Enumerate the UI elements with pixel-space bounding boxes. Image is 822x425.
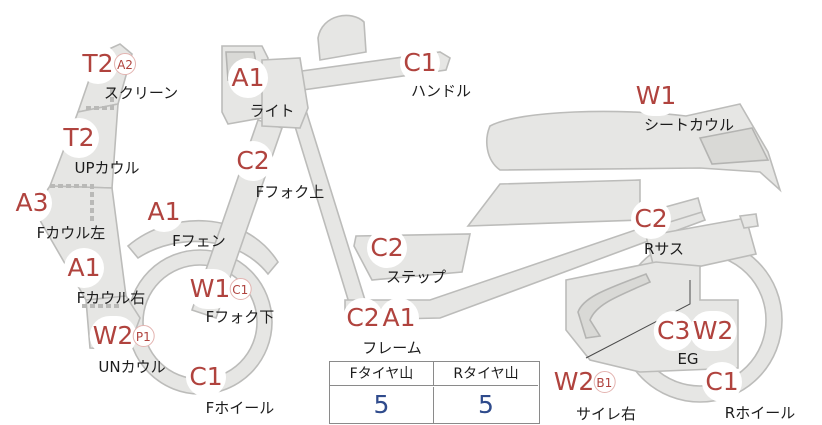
un-cowl-label: UNカウル bbox=[98, 358, 166, 376]
frame-grade: C2 A1 bbox=[343, 298, 419, 338]
r-suspension-label: Rサス bbox=[643, 240, 685, 258]
f-cowl-left-label: Fカウル左 bbox=[36, 224, 106, 242]
muffler-right-grade: W2 B1 bbox=[550, 362, 616, 402]
mirror-shape bbox=[317, 14, 367, 61]
f-wheel-grade-badge: C1 bbox=[186, 357, 226, 397]
frame-rail-shape bbox=[289, 102, 366, 308]
f-wheel-label: Fホイール bbox=[205, 399, 275, 417]
screen-sub-grade-badge: A2 bbox=[114, 53, 136, 75]
muffler-leader-line bbox=[585, 280, 691, 359]
up-cowl-grade: T2 bbox=[59, 118, 99, 158]
front-tire-header: Fタイヤ山 bbox=[330, 362, 434, 386]
screen-grade: T2 A2 bbox=[78, 44, 136, 84]
light-label: ライト bbox=[249, 102, 295, 120]
light-grade: A1 bbox=[228, 58, 268, 98]
rear-tire-header: Rタイヤ山 bbox=[434, 362, 538, 386]
f-fork-upper-label: Fフォク上 bbox=[255, 183, 325, 201]
f-fork-lower-grade-badge: W1 bbox=[186, 269, 234, 309]
handle-label: ハンドル bbox=[410, 82, 472, 100]
f-cowl-right-label: Fカウル右 bbox=[76, 289, 146, 307]
front-tire-value: 5 bbox=[330, 387, 434, 423]
f-cowl-right-grade: A1 bbox=[64, 248, 104, 288]
f-fork-upper-grade: C2 bbox=[233, 141, 273, 181]
screen-grade-badge: T2 bbox=[78, 44, 118, 84]
seat-cowl-shape bbox=[486, 103, 782, 193]
muffler-right-grade-badge: W2 bbox=[550, 362, 598, 402]
f-cowl-left-grade: A3 bbox=[12, 183, 52, 223]
f-fork-lower-grade: W1 C1 bbox=[186, 269, 252, 309]
rear-suspension-end bbox=[738, 213, 759, 229]
f-fork-lower-label: Fフォク下 bbox=[205, 308, 275, 326]
exhaust-pipe-shape bbox=[577, 272, 652, 339]
un-cowl-grade-badge: W2 bbox=[89, 316, 137, 356]
f-fork-lower-sub-grade-badge: C1 bbox=[229, 278, 252, 300]
light-grade-badge: A1 bbox=[228, 58, 268, 98]
frame-label: フレーム bbox=[362, 339, 422, 357]
r-suspension-grade-badge: C2 bbox=[631, 199, 671, 239]
r-wheel-label: Rホイール bbox=[724, 404, 796, 422]
muffler-right-sub-grade-badge: B1 bbox=[593, 371, 616, 393]
frame-grade2-badge: A1 bbox=[379, 298, 419, 338]
muffler-right-label: サイレ右 bbox=[575, 405, 637, 423]
seat-cowl-grade: W1 bbox=[632, 76, 680, 116]
frame-grade-badge: C2 bbox=[343, 298, 383, 338]
f-fender-grade-badge: A1 bbox=[144, 192, 184, 232]
engine-grade: C3 W2 bbox=[653, 311, 737, 351]
r-suspension-grade: C2 bbox=[631, 199, 671, 239]
engine-label: EG bbox=[677, 350, 699, 368]
tire-tread-table: Fタイヤ山 Rタイヤ山 5 5 bbox=[329, 361, 540, 424]
seat-tail-shape bbox=[698, 127, 770, 165]
handle-grade-badge: C1 bbox=[400, 43, 440, 83]
seat-cowl-grade-badge: W1 bbox=[632, 76, 680, 116]
f-fork-upper-grade-badge: C2 bbox=[233, 141, 273, 181]
r-wheel-grade: C1 bbox=[702, 362, 742, 402]
screen-split-line bbox=[86, 86, 114, 110]
seat-cowl-label: シートカウル bbox=[643, 116, 735, 134]
un-cowl-sub-grade-badge: P1 bbox=[132, 325, 155, 347]
f-fender-label: Fフェン bbox=[172, 232, 226, 250]
screen-label: スクリーン bbox=[103, 84, 179, 102]
un-cowl-grade: W2 P1 bbox=[89, 316, 155, 356]
engine-grade2-badge: W2 bbox=[689, 311, 737, 351]
cowl-split-line bbox=[50, 184, 94, 222]
f-cowl-right-grade-badge: A1 bbox=[64, 248, 104, 288]
f-cowl-left-grade-badge: A3 bbox=[12, 183, 52, 223]
up-cowl-grade-badge: T2 bbox=[59, 118, 99, 158]
f-wheel-grade: C1 bbox=[186, 357, 226, 397]
step-label: ステップ bbox=[385, 268, 447, 286]
rear-tire-value: 5 bbox=[478, 390, 494, 419]
handle-grade: C1 bbox=[400, 43, 440, 83]
step-grade-badge: C2 bbox=[367, 228, 407, 268]
r-wheel-grade-badge: C1 bbox=[702, 362, 742, 402]
body-panel-shape bbox=[466, 179, 641, 227]
up-cowl-label: UPカウル bbox=[74, 159, 140, 177]
step-grade: C2 bbox=[367, 228, 407, 268]
f-fender-grade: A1 bbox=[144, 192, 184, 232]
engine-grade-badge: C3 bbox=[653, 311, 694, 351]
steering-head-shape bbox=[261, 57, 309, 129]
